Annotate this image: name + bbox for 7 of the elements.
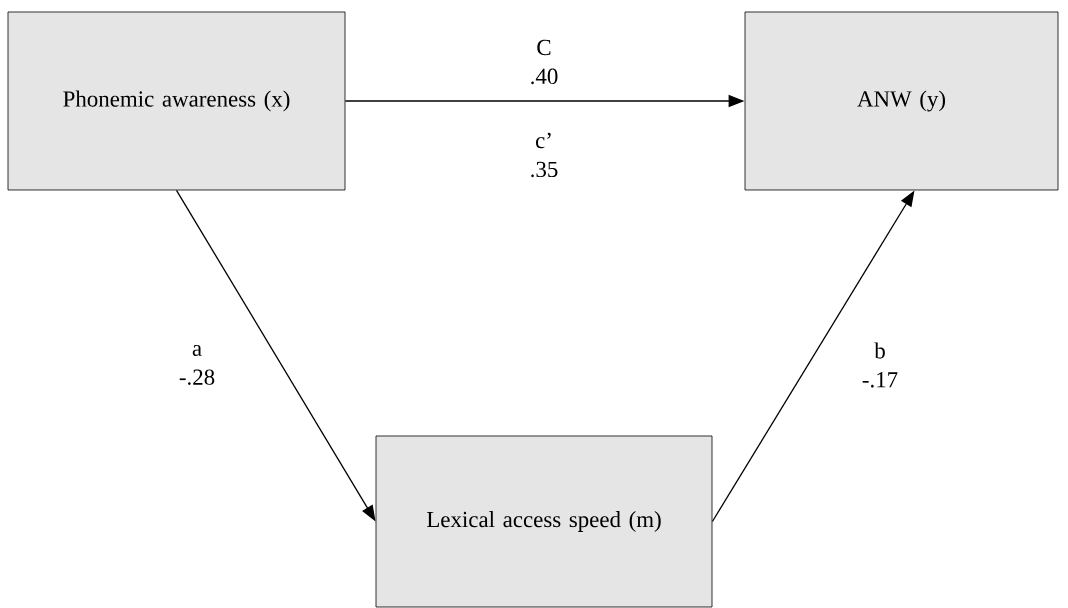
variable-box: ANW (y) [744,11,1059,191]
edge-label: a -.28 [173,344,221,386]
variable-box: Lexical access speed (m) [375,435,713,608]
edge-label: b -.17 [856,341,904,389]
edge-label: C .40 [520,38,568,86]
coefficient-label: c’ .35 [520,131,568,179]
variable-box: Phonemic awareness (x) [7,11,346,191]
